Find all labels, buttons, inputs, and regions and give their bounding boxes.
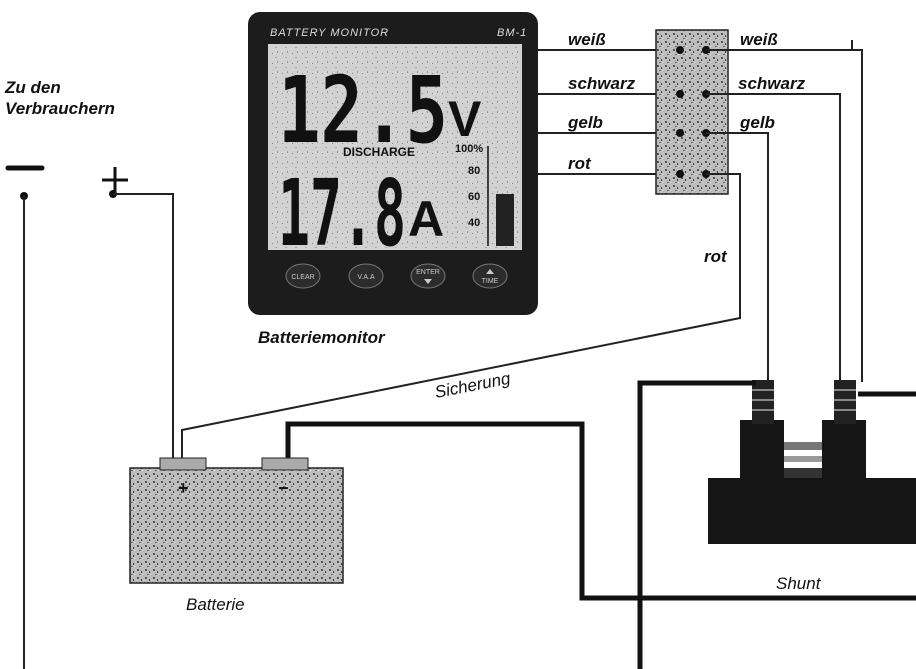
lcd-display xyxy=(268,44,522,250)
battery-plus-mark: + xyxy=(178,478,189,498)
wire-label-red-left: rot xyxy=(568,154,592,173)
cable-battery-minus xyxy=(285,421,916,601)
monitor-header-left: BATTERY MONITOR xyxy=(270,27,389,39)
battery-monitor: BATTERY MONITOR BM-1 12.5 V DISCHARGE 17… xyxy=(248,12,538,315)
monitor-button-vaa[interactable]: V.A.A xyxy=(348,263,384,289)
scale-100: 100% xyxy=(455,143,483,155)
down-arrow-icon xyxy=(424,279,432,284)
scale-80: 80 xyxy=(468,165,480,177)
monitor-button-enter[interactable]: ENTER xyxy=(410,263,446,289)
voltage-readout: 12.5 xyxy=(278,57,448,164)
wire-label-white-left: weiß xyxy=(568,30,606,49)
charge-bar xyxy=(496,194,514,246)
wire-white-right xyxy=(706,49,863,382)
monitor-button-clear[interactable]: CLEAR xyxy=(285,263,321,289)
consumers-label-line1: Zu den xyxy=(4,78,61,97)
discharge-label: DISCHARGE xyxy=(343,145,415,159)
wire-label-yellow-left: gelb xyxy=(567,113,603,132)
scale-60: 60 xyxy=(468,191,480,203)
terminal-block xyxy=(655,29,729,195)
wire-black-right xyxy=(706,93,841,382)
wire-yellow-right xyxy=(706,132,769,382)
monitor-header-right: BM-1 xyxy=(497,27,527,39)
shunt xyxy=(708,380,916,544)
monitor-button-time[interactable]: TIME xyxy=(472,263,508,289)
fuse-label: Sicherung xyxy=(433,369,512,402)
wire-label-red: rot xyxy=(704,247,728,266)
shunt-label: Shunt xyxy=(776,574,822,593)
svg-text:V.A.A: V.A.A xyxy=(357,274,375,281)
cable-shunt-to-consumers xyxy=(637,380,756,669)
battery-label: Batterie xyxy=(186,595,245,614)
battery-minus-mark: − xyxy=(278,478,289,498)
svg-text:ENTER: ENTER xyxy=(416,269,440,276)
scale-40: 40 xyxy=(468,217,480,229)
consumer-plus-terminal xyxy=(102,167,174,458)
wire-label-black-left: schwarz xyxy=(568,74,636,93)
wire-label-yellow-right: gelb xyxy=(739,113,775,132)
voltage-unit: V xyxy=(448,91,482,147)
wire-label-white-right: weiß xyxy=(740,30,778,49)
wire-label-black-right: schwarz xyxy=(738,74,806,93)
consumer-minus-terminal xyxy=(5,165,45,669)
current-unit: A xyxy=(408,191,444,247)
consumers-label-line2: Verbrauchern xyxy=(5,99,115,118)
svg-text:CLEAR: CLEAR xyxy=(291,274,314,281)
monitor-caption: Batteriemonitor xyxy=(258,328,386,347)
current-readout: 17.8 xyxy=(278,160,406,267)
battery: + − xyxy=(129,457,344,584)
up-arrow-icon xyxy=(486,269,494,274)
svg-text:TIME: TIME xyxy=(482,278,499,285)
wire-red-fuse xyxy=(181,173,741,458)
